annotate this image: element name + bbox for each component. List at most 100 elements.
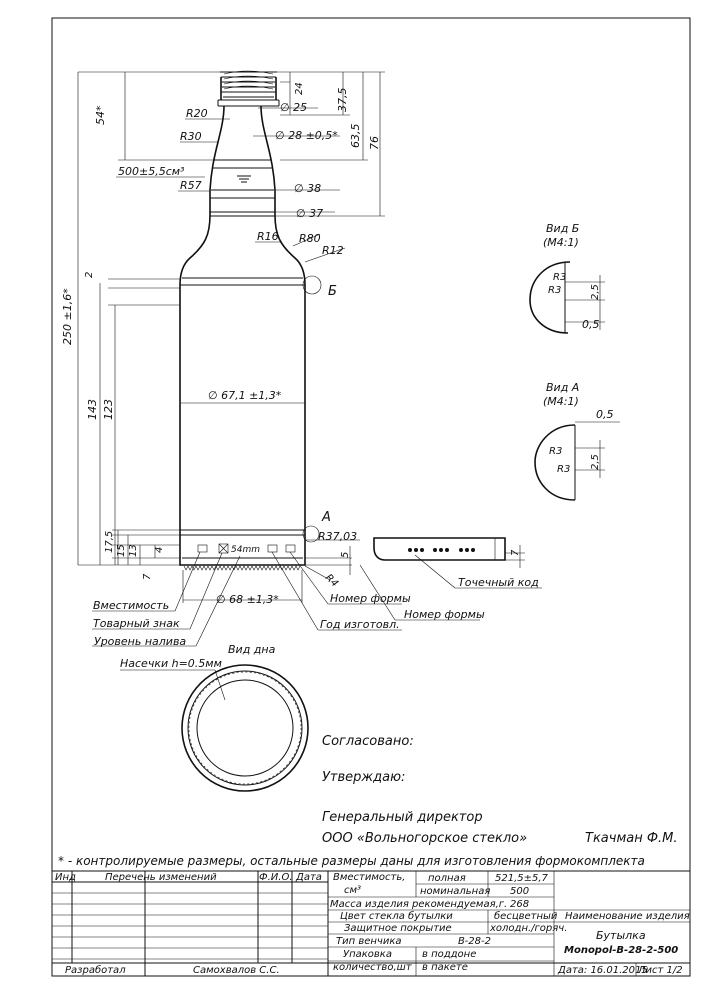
tb-nominal-label: номинальная bbox=[420, 886, 490, 897]
tb-pack-label1: Упаковка bbox=[343, 949, 392, 960]
left-dimensions: 54* 2 250 ±1,6* 143 123 17,5 15 13 4 7 bbox=[61, 71, 220, 580]
view-a-callout: А bbox=[321, 510, 331, 525]
view-b-title: Вид Б bbox=[546, 222, 579, 235]
tb-capacity-unit: см³ bbox=[344, 885, 361, 896]
dim-7: 7 bbox=[142, 573, 153, 580]
view-b-dim-0-5: 0,5 bbox=[582, 318, 600, 331]
dim-volume: 500±5,5см³ bbox=[118, 165, 185, 178]
dim-r37: R37,03 bbox=[318, 530, 357, 543]
controlled-dimensions-note: * - контролируемые размеры, остальные ра… bbox=[58, 854, 645, 868]
dim-24: 24 bbox=[294, 82, 305, 95]
dim-dia-28: ∅ 28 ±0,5* bbox=[275, 129, 338, 142]
view-a-r3b: R3 bbox=[557, 464, 570, 475]
label-dot-code: Точечный код bbox=[458, 576, 539, 589]
view-a-title: Вид А bbox=[546, 381, 579, 394]
tb-product-line1: Бутылка bbox=[596, 929, 646, 942]
tb-sheet: Лист 1/2 bbox=[637, 965, 683, 976]
dim-37-5: 37,5 bbox=[336, 88, 349, 113]
dim-4: 4 bbox=[154, 547, 165, 553]
dim-r80: R80 bbox=[299, 232, 321, 245]
tb-color-label: Цвет стекла бутылки bbox=[340, 910, 453, 922]
dot-code-section: 7 bbox=[373, 537, 525, 568]
right-dimensions: 24 37,5 63,5 76 ∅ 25 ∅ 28 ±0,5* ∅ 38 ∅ 3… bbox=[116, 71, 385, 606]
dim-5: 5 bbox=[340, 552, 351, 558]
tb-coating-label: Защитное покрытие bbox=[344, 923, 452, 934]
tb-crown-value: B-28-2 bbox=[458, 936, 491, 947]
dim-15: 15 bbox=[116, 544, 127, 557]
view-b-r3b: R3 bbox=[548, 285, 561, 296]
dim-7-section: 7 bbox=[510, 549, 521, 556]
dim-dia-38: ∅ 38 bbox=[294, 182, 321, 195]
base-mark-54mm: 54mm bbox=[231, 545, 260, 555]
dim-dia-25: ∅ 25 bbox=[280, 101, 307, 114]
tb-date: Дата: 16.01.2015 bbox=[557, 965, 648, 976]
view-b-detail: Вид Б (М4:1) R3 R3 2,5 0,5 bbox=[529, 222, 605, 334]
view-a-scale: (М4:1) bbox=[543, 395, 579, 408]
view-a-detail: Вид А (М4:1) 0,5 R3 R3 2,5 bbox=[534, 381, 620, 501]
approval-agreed: Согласовано: bbox=[322, 734, 414, 749]
tb-color-value: бесцветный bbox=[494, 910, 558, 922]
tb-developer-name: Самохвалов С.С. bbox=[193, 965, 280, 976]
bottom-view-title: Вид дна bbox=[228, 643, 276, 656]
label-trademark: Товарный знак bbox=[93, 617, 180, 630]
label-notches: Насечки h=0.5мм bbox=[120, 657, 222, 670]
dim-13: 13 bbox=[128, 544, 139, 557]
dim-r57: R57 bbox=[180, 179, 202, 192]
tb-full-value: 521,5±5,7 bbox=[495, 873, 549, 884]
dim-dia-67: ∅ 67,1 ±1,3* bbox=[208, 389, 282, 402]
view-a-dim-2-5: 2,5 bbox=[590, 454, 601, 470]
dim-r20: R20 bbox=[186, 107, 208, 120]
dim-76: 76 bbox=[368, 136, 381, 150]
tb-pallet-label: в поддоне bbox=[422, 949, 476, 960]
dim-r30: R30 bbox=[180, 130, 202, 143]
tb-h-ind: Инд bbox=[55, 872, 76, 883]
bottle-front-view: 54mm bbox=[179, 70, 306, 571]
tb-package-label: в пакете bbox=[422, 962, 468, 973]
dim-250: 250 ±1,6* bbox=[61, 288, 74, 345]
dim-2: 2 bbox=[84, 272, 95, 278]
dim-dia-37: ∅ 37 bbox=[296, 207, 323, 220]
tb-product-name-label: Наименование изделия bbox=[565, 911, 690, 922]
tb-nominal-value: 500 bbox=[510, 886, 529, 897]
tb-pack-label2: количество,шт bbox=[333, 962, 413, 973]
drawing-frame bbox=[51, 17, 691, 977]
tb-product-line2: Monopol-B-28-2-500 bbox=[564, 945, 678, 956]
title-block: Инд Перечень изменений Ф.И.О. Дата Вмест… bbox=[52, 870, 690, 976]
tb-mass-label: Масса изделия рекомендуемая,г. bbox=[330, 899, 507, 910]
tb-mass-value: 268 bbox=[510, 899, 529, 910]
approval-person: Ткачман Ф.М. bbox=[585, 831, 678, 846]
tb-h-fio: Ф.И.О. bbox=[259, 872, 293, 883]
tb-developer-label: Разработал bbox=[65, 964, 126, 976]
label-capacity: Вместимость bbox=[93, 599, 169, 612]
tb-coating-value: холодн./горяч. bbox=[489, 923, 567, 934]
tb-crown-label: Тип венчика bbox=[336, 936, 401, 947]
tb-h-date: Дата bbox=[295, 872, 322, 883]
view-a-r3a: R3 bbox=[549, 446, 562, 457]
tb-full-label: полная bbox=[428, 873, 466, 884]
view-b-scale: (М4:1) bbox=[543, 236, 579, 249]
tb-capacity-label: Вместимость, bbox=[333, 872, 405, 883]
bottom-view: Вид дна Насечки h=0.5мм bbox=[120, 643, 309, 792]
dim-r12: R12 bbox=[322, 244, 344, 257]
dim-r4: R4 bbox=[323, 572, 340, 589]
view-b-dim-2-5: 2,5 bbox=[590, 284, 601, 300]
view-a-dim-0-5: 0,5 bbox=[596, 408, 614, 421]
dim-63-5: 63,5 bbox=[349, 124, 362, 149]
view-b-r3a: R3 bbox=[553, 272, 566, 283]
leaders: Вместимость Товарный знак Уровень налива… bbox=[92, 551, 542, 648]
approval-company: ООО «Вольногорское стекло» bbox=[322, 831, 527, 846]
dim-dia-68: ∅ 68 ±1,3* bbox=[216, 593, 279, 606]
label-fill-level: Уровень налива bbox=[94, 635, 186, 648]
dim-123: 123 bbox=[102, 399, 115, 420]
dim-143: 143 bbox=[86, 399, 99, 420]
label-mold-number-2: Номер формы bbox=[404, 608, 485, 621]
view-b-callout: Б bbox=[328, 284, 337, 299]
approval-position: Генеральный директор bbox=[322, 810, 483, 825]
tb-h-changes: Перечень изменений bbox=[105, 872, 217, 883]
approval-approve: Утверждаю: bbox=[322, 770, 405, 785]
dim-54: 54* bbox=[94, 105, 107, 125]
label-mold-number-1: Номер формы bbox=[330, 592, 411, 605]
label-year: Год изготовл. bbox=[320, 618, 400, 631]
